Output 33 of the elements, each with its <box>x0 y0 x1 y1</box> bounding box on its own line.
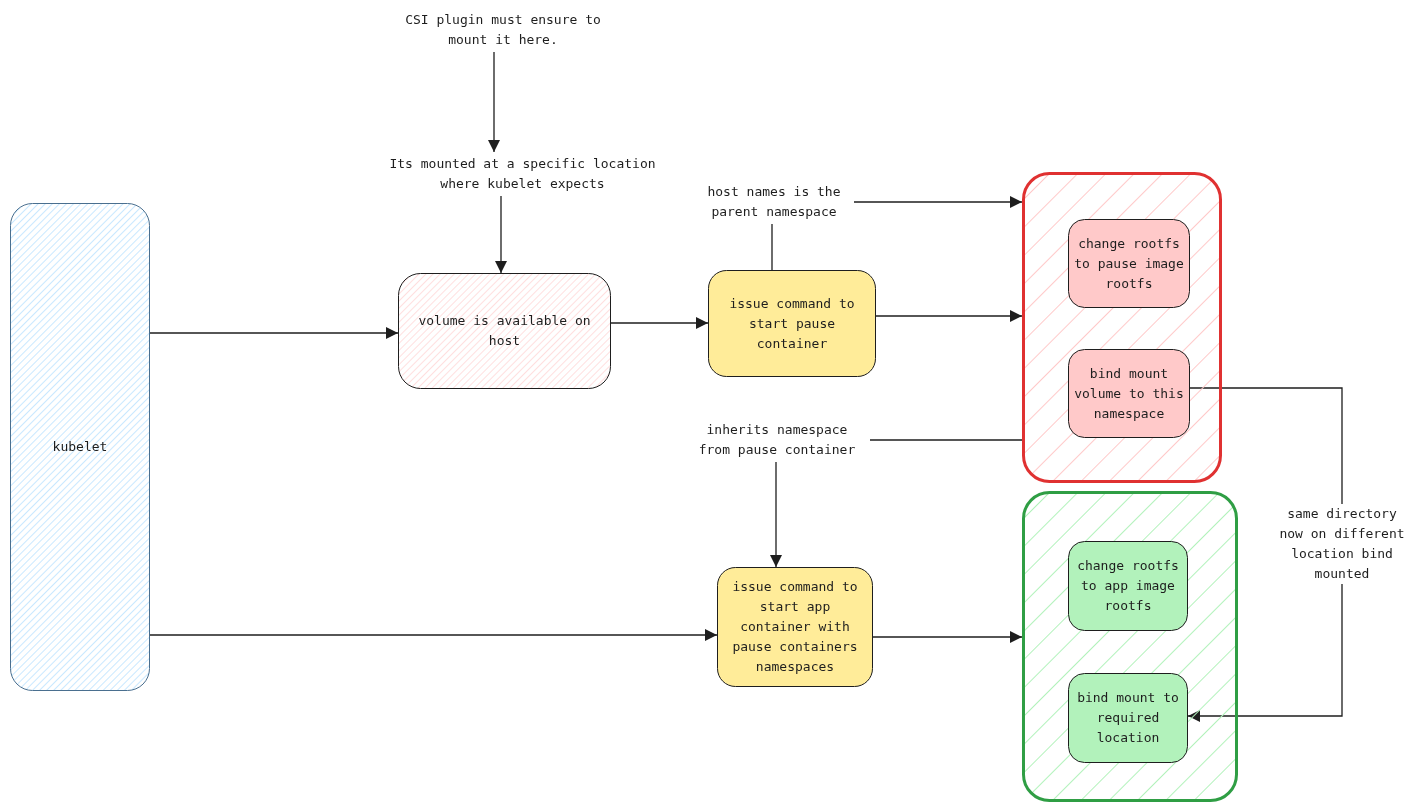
node-label: issue command to start pause container <box>728 294 856 353</box>
node-label: issue command to start app container with pause containers namespaces <box>731 578 859 676</box>
node-label: kubelet <box>51 438 109 456</box>
arrow <box>495 195 507 274</box>
arrow <box>610 317 709 329</box>
process-box <box>1068 673 1188 763</box>
annotation-text: Its mounted at a specific location where kubelet expects <box>388 155 657 193</box>
node-label: change rootfs to pause image rootfs <box>1073 234 1185 293</box>
node-label: bind mount volume to this namespace <box>1073 364 1185 423</box>
annotation-text: CSI plugin must ensure to mount it here. <box>404 11 602 49</box>
arrow <box>875 310 1023 322</box>
node-label: bind mount to required location <box>1076 689 1180 747</box>
annotation-text: host names is the parent namespace <box>706 183 842 221</box>
node-label: change rootfs to app image rootfs <box>1076 557 1180 615</box>
arrow <box>149 327 399 339</box>
arrow <box>770 461 782 568</box>
node-label: volume is available on host <box>417 312 592 350</box>
process-box <box>1068 219 1190 308</box>
group-container <box>1022 491 1238 802</box>
process-box <box>1068 541 1188 631</box>
annotation-text: inherits namespace from pause container <box>697 421 857 459</box>
arrow <box>149 629 718 641</box>
connector-line <box>771 223 773 271</box>
process-box <box>398 273 611 389</box>
group-container <box>1022 172 1222 483</box>
process-box <box>708 270 876 377</box>
arrow <box>853 196 1023 208</box>
process-box <box>717 567 873 687</box>
connector-line <box>869 439 1023 441</box>
process-box <box>10 203 150 691</box>
arrow <box>488 51 500 153</box>
process-box <box>1068 349 1190 438</box>
arrow <box>872 631 1023 643</box>
